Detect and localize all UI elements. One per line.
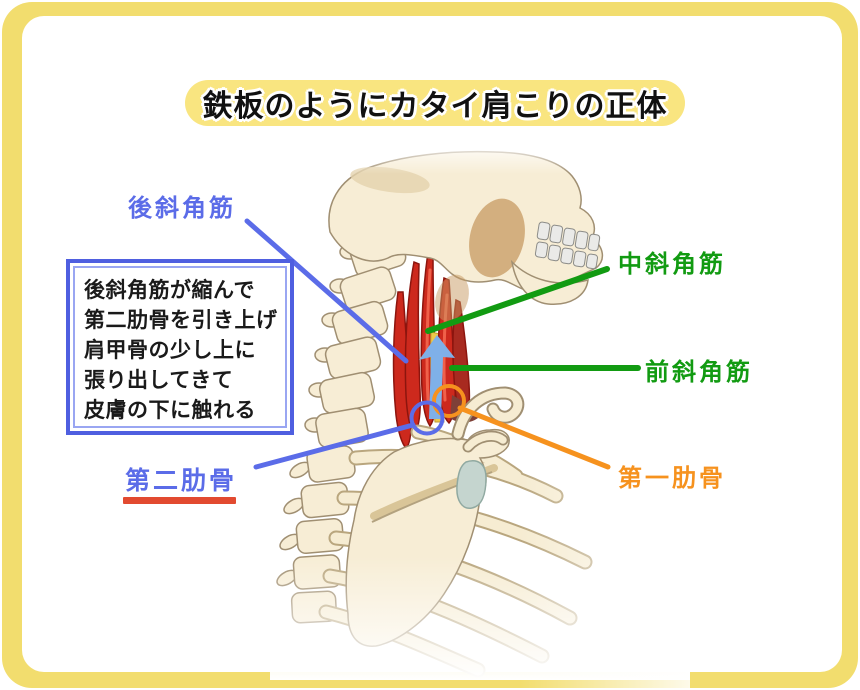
first-rib-circle (432, 384, 466, 418)
title-badge: 鉄板のようにカタイ肩こりの正体 (185, 80, 685, 126)
top-fade (300, 140, 620, 174)
teeth (534, 221, 601, 270)
clavicle-cut (451, 386, 525, 453)
second-rib-underline (123, 497, 236, 504)
explanation-line: 後斜角筋が縮んで (84, 279, 255, 302)
leader-first-rib (457, 405, 611, 470)
label-second-rib: 第二肋骨 (125, 467, 238, 495)
explanation-line: 第二肋骨を引き上げ (84, 309, 278, 332)
glenoid-cartilage (456, 460, 487, 509)
explanation-line: 皮膚の下に触れる (84, 399, 256, 422)
lift-arrow (419, 335, 455, 419)
second-rib-circle (409, 400, 445, 436)
leader-posterior-scalene (244, 218, 409, 364)
explanation-line: 張り出してきて (84, 369, 234, 392)
leader-second-rib (253, 422, 416, 470)
right-fade (520, 430, 690, 690)
temporal-shading (469, 198, 525, 278)
leader-middle-scalene (425, 266, 610, 334)
explanation-line: 肩甲骨の少し上に (84, 339, 256, 362)
label-middle-scalene: 中斜角筋 (618, 251, 726, 278)
label-posterior-scalene: 後斜角筋 (128, 195, 236, 222)
page-title: 鉄板のようにカタイ肩こりの正体 (202, 90, 668, 123)
explanation-box: 後斜角筋が縮んで 第二肋骨を引き上げ 肩甲骨の少し上に 張り出してきて 皮膚の下… (66, 259, 294, 435)
label-first-rib: 第一肋骨 (618, 465, 726, 492)
skull (328, 150, 604, 322)
label-anterior-scalene: 前斜角筋 (645, 359, 753, 386)
